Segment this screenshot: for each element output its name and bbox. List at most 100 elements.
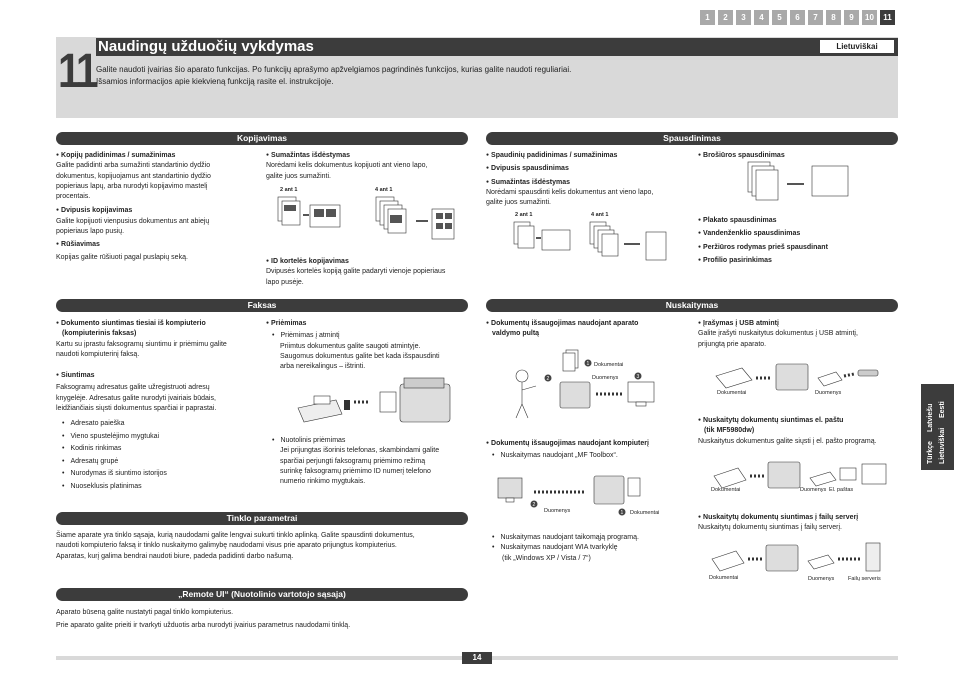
svg-text:1: 1 (621, 510, 624, 516)
copy-sort-title: Rūšiavimas (56, 239, 256, 250)
copy-enlarge-title: Kopijų padidinimas / sumažinimas (56, 150, 256, 161)
svg-text:1: 1 (587, 361, 590, 367)
fax-send-option: Kodinis rinkimas (62, 443, 261, 456)
language-label: Lietuviškai (820, 40, 894, 53)
scan-pc-title: Dokumentų išsaugojimas naudojant kompiut… (486, 438, 691, 449)
fax-send-option: Vieno spustelėjimo mygtukai (62, 431, 261, 444)
text-line: sparčiai perjungti faksogramų priėmimo r… (280, 457, 426, 465)
label-documents: Dokumentai (709, 575, 739, 581)
section-heading-tinklo: Tinklo parametrai (56, 512, 468, 525)
print-right-column: Brošiūros spausdinimas (698, 150, 898, 161)
print-item: Plakato spausdinimas (698, 215, 898, 226)
text-line: Kopijas galite rūšiuoti pagal puslapių s… (56, 253, 188, 261)
svg-text:2: 2 (547, 376, 550, 382)
print-item: Peržiūros rodymas prieš spausdinant (698, 242, 898, 253)
chapter-tab-11[interactable]: 11 (880, 10, 895, 25)
text-line: Jei prijungtas išorinis telefonas, skamb… (280, 447, 440, 455)
scan-server-block: Nuskaitytų dokumentų siuntimas į failų s… (698, 512, 898, 534)
side-tab-text: Latviešu (927, 403, 934, 432)
intro-line-1: Galite naudoti įvairias šio aparato funk… (96, 65, 572, 74)
text-line: Galite kopijuoti vienpusius dokumentus a… (56, 217, 210, 225)
scan-usb-title: Įrašymas į USB atmintį (698, 318, 898, 329)
text-line: Kartu su įprastu faksogramų siuntimu ir … (56, 340, 227, 348)
scan-pc-option: Nuskaitymas naudojant „MF Toolbox“. (486, 451, 691, 461)
label-2-on-1: 2 ant 1 (515, 212, 533, 218)
text-line: Dvipusės kortelės kopiją galite padaryti… (266, 268, 446, 276)
text-line: naudoti kompiuterinį faksą. (56, 350, 140, 358)
text-line: procentais. (56, 193, 91, 201)
chapter-tab-8[interactable]: 8 (826, 10, 841, 25)
chapter-intro: Galite naudoti įvairias šio aparato funk… (96, 64, 696, 88)
label-data: Duomenys (808, 576, 835, 582)
text-line: prijungtą prie aparato. (698, 340, 767, 348)
booklet-illustration (747, 161, 849, 201)
fax-left-column: Dokumento siuntimas tiesiai iš kompiuter… (56, 318, 261, 493)
scan-pc-more: Nuskaitymas naudojant taikomąją programą… (486, 533, 691, 564)
scan-server-illustration (711, 542, 881, 572)
label-4-on-1: 4 ant 1 (591, 212, 609, 218)
chapter-tab-7[interactable]: 7 (808, 10, 823, 25)
chapter-tab-10[interactable]: 10 (862, 10, 877, 25)
reduced-layout-illustration (277, 196, 455, 240)
text-line: galite juos sumažinti. (486, 199, 551, 207)
chapter-tab-9[interactable]: 9 (844, 10, 859, 25)
scan-pc-illustration: 2 1 (497, 475, 641, 516)
print-item: Vandenženklio spausdinimas (698, 228, 898, 239)
fax-send-option: Adresato paieška (62, 418, 261, 431)
copy-id-title: ID kortelės kopijavimas (266, 256, 466, 267)
chapter-tab-6[interactable]: 6 (790, 10, 805, 25)
label-documents: Dokumentai (594, 362, 624, 368)
text-line: popieriaus lapo pusių. (56, 228, 125, 236)
label-2-on-1: 2 ant 1 (280, 187, 298, 193)
print-layout-illustration (513, 221, 667, 261)
text-line: arba nereikalingus – ištrinti. (280, 363, 366, 371)
text-line: Aparato būseną galite nustatyti pagal ti… (56, 609, 234, 616)
fax-pc-subtitle: (kompiuterinis faksas) (62, 330, 137, 338)
scan-panel-subtitle: valdymo pultą (492, 330, 540, 338)
chapter-tab-5[interactable]: 5 (772, 10, 787, 25)
fax-receive-option: Priėmimas į atmintį (266, 331, 471, 341)
side-tab-text: Lietuviškai (939, 427, 946, 464)
text-line: dokumentus, kopijuojamus ant standartini… (56, 172, 211, 180)
section-heading-spausdinimas: Spausdinimas (486, 132, 898, 145)
section-heading-nuskaitymas: Nuskaitymas (486, 299, 898, 312)
text-line: Faksogramų adresatus galite užregistruot… (56, 384, 210, 392)
text-line: Priimtus dokumentus galite saugoti atmin… (280, 342, 421, 350)
language-side-tab[interactable]: Türkçe Latviešu Lietuviškai Eesti (921, 384, 954, 470)
chapter-tab-3[interactable]: 3 (736, 10, 751, 25)
label-data: Duomenys (800, 487, 827, 493)
chapter-tab-1[interactable]: 1 (700, 10, 715, 25)
print-right-list: Plakato spausdinimas Vandenženklio spaus… (698, 215, 898, 266)
text-line: leidžiančiais siųsti dokumentus sparčiai… (56, 405, 217, 413)
svg-text:2: 2 (533, 502, 536, 508)
copy-left-column: Kopijų padidinimas / sumažinimas Galite … (56, 150, 256, 263)
scan-mail-subtitle: (tik MF5980dw) (704, 427, 755, 435)
scan-wia-note: (tik „Windows XP / Vista / 7“) (502, 554, 591, 562)
section-heading-remote-ui: „Remote UI“ (Nuotolinio vartotojo sąsaja… (56, 588, 468, 601)
scan-pc-block: Dokumentų išsaugojimas naudojant kompiut… (486, 438, 691, 462)
side-tab-text: Türkçe (927, 441, 934, 464)
fax-receive-title: Priėmimas (266, 318, 471, 329)
chapter-number: 11 (58, 45, 99, 98)
scan-pc-option: Nuskaitymas naudojant WIA tvarkyklę (486, 543, 691, 553)
fax-right-column: Priėmimas Priėmimas į atmintį Priimtus d… (266, 318, 471, 372)
copy-right-column: Sumažintas išdėstymas Norėdami kelis dok… (266, 150, 466, 182)
fax-send-title: Siuntimas (56, 370, 261, 381)
scan-panel-block: Dokumentų išsaugojimas naudojant aparato… (486, 318, 691, 340)
chapter-tab-4[interactable]: 4 (754, 10, 769, 25)
scan-panel-title: Dokumentų išsaugojimas naudojant aparato (486, 318, 691, 329)
fax-send-option: Nuoseklusis platinimas (62, 481, 261, 494)
remote-ui-text: Aparato būseną galite nustatyti pagal ti… (56, 607, 476, 632)
label-data: Duomenys (815, 390, 842, 396)
section-heading-faksas: Faksas (56, 299, 468, 312)
print-item: Spaudinių padidinimas / sumažinimas (486, 150, 691, 161)
text-line: Galite įrašyti nuskaitytus dokumentus į … (698, 330, 858, 338)
scan-pc-option: Nuskaitymas naudojant taikomąją programą… (486, 533, 691, 543)
scan-server-title: Nuskaitytų dokumentų siuntimas į failų s… (698, 512, 898, 523)
svg-text:3: 3 (637, 374, 640, 380)
text-line: surinkę faksogramų priėmimo ID numerį te… (280, 467, 431, 475)
copy-id-block: ID kortelės kopijavimas Dvipusės kortelė… (266, 256, 466, 288)
intro-line-2: Išsamios informacijos apie kiekvieną fun… (96, 77, 334, 86)
scan-mail-illustration (713, 461, 887, 489)
chapter-tab-2[interactable]: 2 (718, 10, 733, 25)
